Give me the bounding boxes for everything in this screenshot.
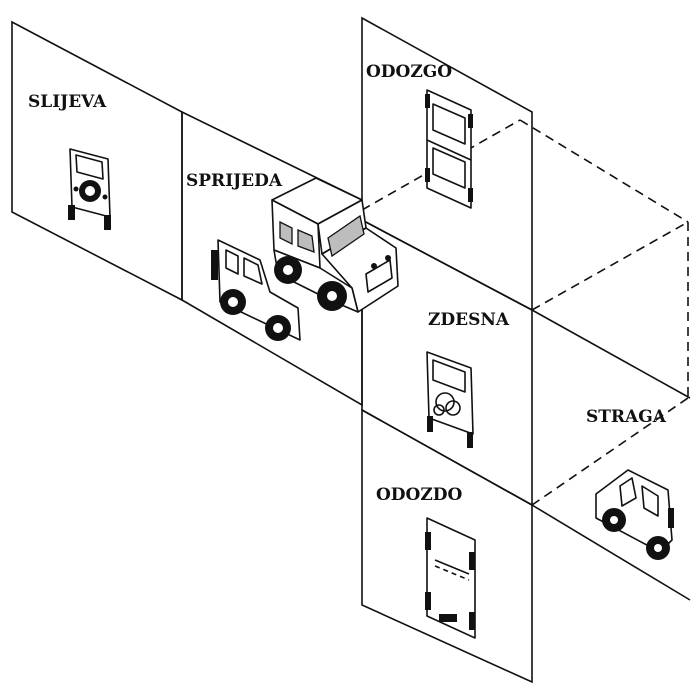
car-view-left-icon <box>68 148 111 230</box>
car-view-top-icon <box>425 89 473 209</box>
label-back: STRAGA <box>586 407 667 427</box>
label-top: ODOZGO <box>366 62 452 82</box>
car-view-bottom-icon <box>425 517 476 639</box>
label-front: SPRIJEDA <box>186 171 283 191</box>
car-view-back-icon <box>595 469 674 560</box>
car-side-small-icon <box>211 239 301 341</box>
label-bottom: ODOZDO <box>376 485 463 505</box>
label-right: ZDESNA <box>428 310 510 330</box>
projection-box-dashed <box>361 119 689 506</box>
car-view-right-icon <box>426 351 474 448</box>
back-plane-edges <box>531 309 691 601</box>
car-3d-icon <box>271 177 399 313</box>
label-left: SLIJEVA <box>28 92 107 112</box>
bottom-plane <box>361 408 533 683</box>
